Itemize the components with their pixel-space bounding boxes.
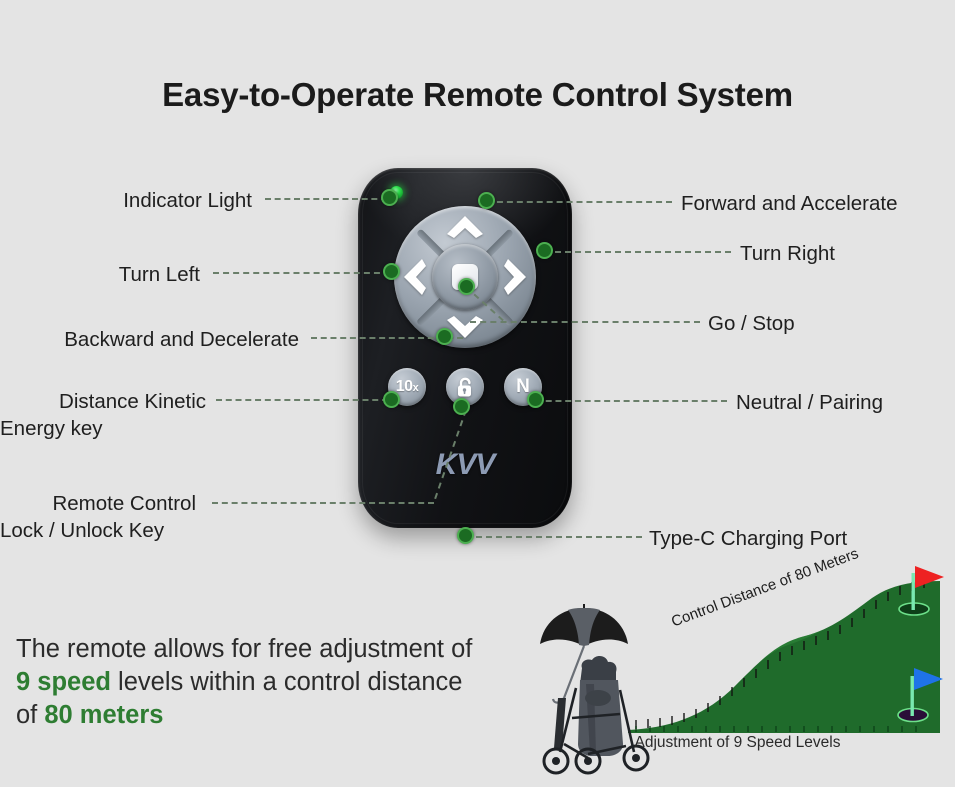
leader-line-turn-left [213,272,390,274]
connector-dot-lock-unlock [453,398,470,415]
callout-indicator-light-label: Indicator Light [123,189,252,212]
feature-description-line1: The remote allows for free adjustment of [16,635,473,663]
golf-course-svg [540,566,944,775]
feature-description-line2-rest: levels within a control distance [110,668,463,697]
baseline-tick-marks [635,726,917,732]
leader-line-indicator-light [265,198,387,200]
lock-icon [455,376,475,399]
callout-lock-unlock-line1: Remote Control [52,492,196,515]
leader-line-lock-unlock-diagonal [433,409,467,503]
callout-forward-accelerate: Forward and Accelerate [681,190,898,217]
dpad-control[interactable] [394,206,536,348]
callout-turn-left: Turn Left [0,261,200,288]
leader-line-distance-kinetic [216,399,388,401]
leader-line-go-stop-diagonal [465,286,507,324]
connector-dot-type-c-port [457,527,474,544]
callout-go-stop: Go / Stop [708,310,795,337]
speed-levels-caption: Adjustment of 9 Speed Levels [634,734,841,751]
ten-x-label: 10x [395,378,419,395]
callout-type-c-port-label: Type-C Charging Port [649,527,848,550]
leader-line-forward-accelerate [487,201,672,203]
connector-dot-neutral-pairing [527,391,544,408]
callout-forward-accelerate-label: Forward and Accelerate [681,192,898,215]
page-title: Easy-to-Operate Remote Control System [162,76,793,113]
callout-distance-kinetic-line1: Distance Kinetic [59,390,206,413]
connector-dot-turn-left [383,263,400,280]
callout-indicator-light: Indicator Light [0,187,252,214]
leader-line-turn-right [545,251,731,253]
feature-description-line3-prefix: of [16,701,45,730]
callout-backward-decelerate-label: Backward and Decelerate [64,328,299,351]
forward-accelerate-button[interactable] [445,214,485,240]
turf-inner-band [716,618,832,698]
blue-flag-icon [897,668,943,723]
speed-highlight: 9 speed [16,668,111,697]
callout-neutral-pairing: Neutral / Pairing [736,389,883,416]
leader-line-type-c-port [466,536,642,538]
connector-dot-distance-kinetic [383,391,400,408]
callout-distance-kinetic-line2: Energy key [0,417,103,441]
leader-line-backward-decelerate [311,337,463,339]
golf-course-illustration: Control Distance of 80 Meters Adjustment… [520,545,955,787]
feature-description-line3: of 80 meters [16,699,516,732]
connector-dot-backward-decelerate [436,328,453,345]
neutral-label: N [516,376,530,397]
brand-logo: KVV [435,448,496,481]
slope-tick-marks [635,579,925,729]
feature-description-line2: 9 speed levels within a control distance [16,666,516,699]
turf-shape [628,581,940,733]
feature-description: The remote allows for free adjustment of… [16,633,516,732]
leader-line-lock-unlock-horizontal [212,502,434,504]
callout-lock-unlock-line2: Lock / Unlock Key [0,519,165,543]
leader-line-go-stop [470,321,700,323]
golf-trolley-icon [540,604,650,775]
callout-neutral-pairing-label: Neutral / Pairing [736,391,883,414]
connector-dot-forward-accelerate [478,192,495,209]
callout-lock-unlock: Remote Control Lock / Unlock Key [0,490,196,545]
callout-turn-right-label: Turn Right [740,242,835,265]
turn-right-button[interactable] [502,257,528,297]
callout-type-c-port: Type-C Charging Port [649,525,847,552]
connector-dot-turn-right [536,242,553,259]
connector-dot-indicator-light [381,189,398,206]
callout-turn-left-label: Turn Left [118,263,200,286]
distance-highlight: 80 meters [44,701,164,730]
leader-line-neutral-pairing [536,400,727,402]
callout-go-stop-label: Go / Stop [708,312,795,335]
connector-dot-go-stop [458,278,475,295]
remote-control-body: 10x N KVV [358,168,572,528]
red-flag-icon [898,566,944,616]
callout-backward-decelerate: Backward and Decelerate [0,326,299,353]
callout-turn-right: Turn Right [740,240,835,267]
callout-distance-kinetic: Distance Kinetic Energy key [0,388,206,443]
turn-left-button[interactable] [402,257,428,297]
